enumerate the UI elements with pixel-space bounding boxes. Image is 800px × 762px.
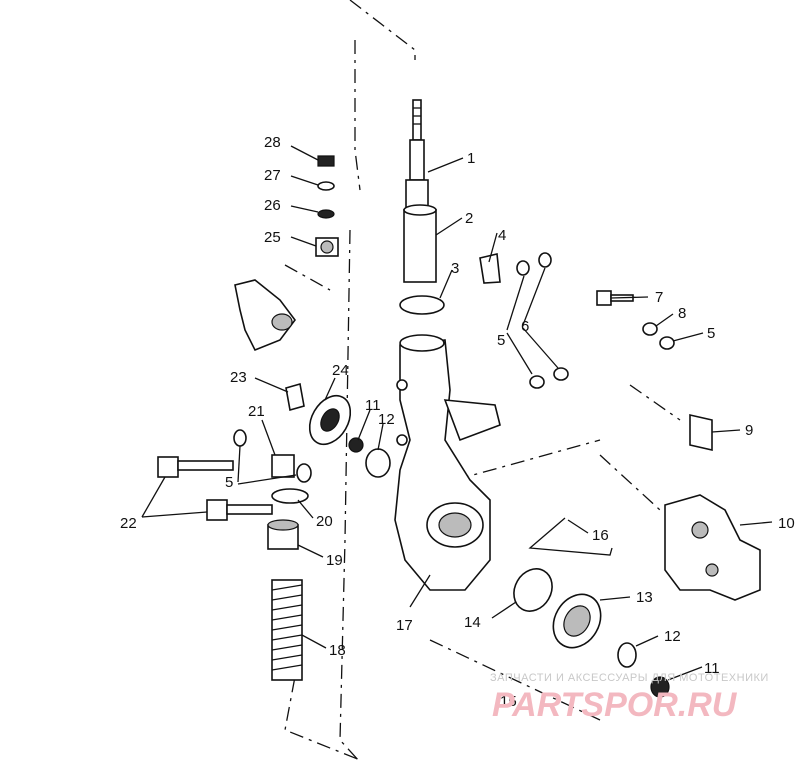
callout-6: 6 xyxy=(521,318,529,335)
callout-2: 2 xyxy=(465,210,473,227)
callout-11-lower: 11 xyxy=(704,660,720,677)
watermark-tagline: ЗАПЧАСТИ И АКСЕССУАРЫ ДЛЯ МОТОТЕХНИКИ xyxy=(490,672,769,684)
callout-3: 3 xyxy=(451,260,459,277)
part-pad xyxy=(689,413,713,452)
callout-24: 24 xyxy=(332,362,349,379)
callout-1: 1 xyxy=(467,150,475,167)
callout-labels: 1 2 3 4 5 6 7 8 5 9 28 27 26 25 23 24 21… xyxy=(120,134,795,710)
callout-22: 22 xyxy=(120,515,137,532)
part-small-hardware-stack xyxy=(315,155,339,257)
part-sleeve xyxy=(403,204,437,283)
callout-11-upper: 11 xyxy=(365,397,381,414)
callout-12-upper: 12 xyxy=(378,411,395,428)
callout-23: 23 xyxy=(230,369,247,386)
part-shaft xyxy=(405,99,429,211)
part-ring xyxy=(399,295,445,315)
part-bracket-assembly xyxy=(234,279,296,352)
callout-20: 20 xyxy=(316,513,333,530)
callout-7: 7 xyxy=(655,289,663,306)
callout-8: 8 xyxy=(678,305,686,322)
part-washer-20 xyxy=(271,488,309,504)
callout-12-lower: 12 xyxy=(664,628,681,645)
part-ring-12 xyxy=(617,642,637,668)
callout-28: 28 xyxy=(264,134,281,151)
leader-lines xyxy=(141,145,773,681)
callout-26: 26 xyxy=(264,197,281,214)
part-left-hardware xyxy=(233,382,391,483)
part-caliper xyxy=(664,494,761,601)
callout-4: 4 xyxy=(498,227,506,244)
part-bolts-22 xyxy=(157,456,273,521)
callout-18: 18 xyxy=(329,642,346,659)
callout-15: 15 xyxy=(500,693,517,710)
part-nut-19 xyxy=(267,519,299,550)
callout-21: 21 xyxy=(248,403,265,420)
callout-9: 9 xyxy=(745,422,753,439)
callout-5-right: 5 xyxy=(707,325,715,342)
callout-5-upper: 5 xyxy=(497,332,505,349)
part-nut-11 xyxy=(650,676,670,698)
callout-16: 16 xyxy=(592,527,609,544)
part-bearing-13 xyxy=(552,593,602,649)
part-steering-knuckle xyxy=(394,334,501,591)
centerlines xyxy=(284,0,681,762)
part-wire xyxy=(528,517,613,556)
watermark-brand: PARTSPOR.RU xyxy=(492,686,738,724)
callout-27: 27 xyxy=(264,167,281,184)
callout-25: 25 xyxy=(264,229,281,246)
callout-10: 10 xyxy=(778,515,795,532)
callout-17: 17 xyxy=(396,617,413,634)
part-spring xyxy=(271,579,303,681)
callout-14: 14 xyxy=(464,614,481,631)
callout-13: 13 xyxy=(636,589,653,606)
callout-19: 19 xyxy=(326,552,343,569)
callout-5-left: 5 xyxy=(225,474,233,491)
watermark: ЗАПЧАСТИ И АКСЕССУАРЫ ДЛЯ МОТОТЕХНИКИ PA… xyxy=(490,672,769,724)
part-seal-14 xyxy=(513,568,553,612)
